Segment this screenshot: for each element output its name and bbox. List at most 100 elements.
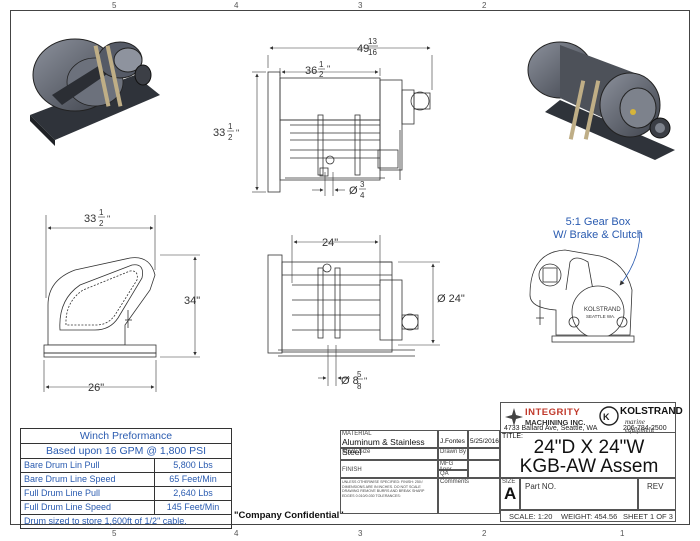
company1-line: INTEGRITY — [525, 407, 581, 418]
inner-length-dim: 36 — [305, 65, 317, 77]
dim-frac-den: 16 — [368, 48, 377, 57]
zone-label: 4 — [234, 1, 239, 10]
compass-logo-icon — [505, 408, 523, 426]
height-top-dim: 33 — [213, 127, 225, 139]
stock-size-label: Stock Size — [342, 449, 371, 455]
comments-cell: Comments — [438, 478, 500, 514]
sheet-text: SHEET 1 OF 3 — [623, 512, 673, 521]
callout-leader — [619, 229, 641, 286]
mfg-cell: MFG Appr. — [438, 460, 468, 473]
table-row: Full Drum Line Pull 2,640 Lbs — [21, 487, 231, 501]
svg-text:K: K — [603, 412, 610, 422]
stock-size-cell: Stock Size — [340, 448, 438, 460]
top-view-dimensions — [252, 46, 433, 196]
zone-label: 4 — [234, 529, 239, 538]
dim-inch: " — [236, 128, 239, 138]
dim-frac-den: 2 — [228, 133, 233, 142]
top-view — [267, 71, 431, 193]
performance-subtitle: Based upon 16 GPM @ 1,800 PSI — [21, 444, 231, 459]
title-line1: 24"D X 24"W — [533, 437, 645, 458]
zone-label: 3 — [358, 529, 363, 538]
base-width-dim: 26" — [88, 382, 104, 394]
comments-label: Comments — [440, 479, 470, 485]
end-view — [529, 249, 635, 343]
material-label: MATERIAL — [342, 431, 372, 437]
address-text: 4733 Ballard Ave, Seattle, WA — [504, 425, 598, 432]
drawn-cell: J.Fontes — [438, 430, 468, 448]
zone-label: 2 — [482, 1, 487, 10]
kolstrand-logo-icon: K — [599, 406, 619, 426]
row-label: Bare Drum Lin Pull — [21, 459, 155, 472]
company1-name: INTEGRITY — [525, 407, 580, 418]
iso-view-right — [527, 41, 675, 160]
drawn-date: 5/25/2016 — [470, 438, 499, 445]
row-label: Full Drum Line Pull — [21, 487, 155, 500]
front-view — [267, 254, 419, 357]
performance-footer: Drum sized to store 1,600ft of 1/2" cabl… — [24, 516, 187, 526]
title-line2: KGB-AW Assem — [519, 456, 659, 477]
row-label: Bare Drum Line Speed — [21, 473, 155, 486]
drawn-label: Drawn By — [440, 449, 467, 455]
zone-label: 5 — [112, 1, 117, 10]
dim-frac-den: 4 — [360, 191, 365, 200]
drawn-label-cell: Drawn By — [438, 448, 468, 460]
phone-text: 206-784-2500 — [623, 425, 667, 432]
drum-length-dim: 24" — [322, 237, 338, 249]
confidential-label: "Company Confidential" — [234, 510, 344, 521]
drawn-by: J.Fontes — [440, 438, 465, 445]
dim-frac-num: 5 — [357, 370, 362, 379]
core-dia-dim: Ø 8 — [341, 375, 359, 387]
dim-frac-den: 2 — [99, 219, 104, 228]
rev-label: REV — [647, 482, 664, 491]
blank-cell — [468, 460, 500, 478]
rev-cell: REV — [638, 478, 676, 510]
iso-view-left — [30, 38, 160, 146]
performance-table: Winch Preformance Based upon 16 GPM @ 1,… — [20, 428, 232, 529]
drum-dia-dim: Ø 24" — [437, 293, 465, 305]
row-value: 2,640 Lbs — [173, 488, 213, 498]
callout-line: W/ Brake & Clutch — [553, 229, 643, 241]
dim-frac-den: 2 — [319, 70, 324, 79]
material-value: Aluminum & Stainless Steel — [342, 437, 425, 457]
gearbox-callout: 5:1 Gear Box W/ Brake & Clutch — [548, 216, 648, 242]
zone-label: 5 — [112, 529, 117, 538]
row-value: 65 Feet/Min — [169, 474, 217, 484]
performance-title: Winch Preformance — [21, 429, 231, 444]
scale-text: SCALE: 1:20 — [509, 512, 553, 521]
side-view-dimensions — [43, 215, 200, 392]
date-cell: 5/25/2016 — [468, 430, 500, 448]
dim-frac-num: 13 — [368, 37, 377, 46]
size-value: A — [504, 484, 517, 503]
tolerance-cell: UNLESS OTHERWISE SPECIFIED: FINISH: 250√… — [340, 478, 438, 514]
company2-name: KOLSTRAND — [620, 406, 683, 417]
finish-cell: FINISH — [340, 460, 438, 478]
finish-label: FINISH — [342, 467, 362, 473]
part-label: Part NO. — [525, 482, 557, 491]
row-value: 5,800 Lbs — [173, 460, 213, 470]
dim-frac-num: 1 — [99, 208, 104, 217]
nameplate-text: KOLSTRAND — [584, 307, 621, 313]
title-cell: TITLE: 24"D X 24"W KGB-AW Assem — [500, 432, 676, 478]
overall-length-dim: 49 — [357, 43, 369, 55]
material-cell: MATERIAL Aluminum & Stainless Steel — [340, 430, 438, 457]
side-view-left — [43, 257, 157, 358]
front-view-dimensions — [291, 235, 440, 386]
dim-frac-num: 1 — [319, 60, 324, 69]
row-value: 145 Feet/Min — [166, 502, 220, 512]
title-label: TITLE: — [502, 433, 524, 440]
part-cell: Part NO. — [520, 478, 638, 510]
dim-frac-den: 8 — [357, 382, 362, 391]
table-row: Bare Drum Line Speed 65 Feet/Min — [21, 473, 231, 487]
dim-inch: " — [107, 214, 110, 224]
logo-area: INTEGRITY MACHINING INC. K KOLSTRAND mar… — [500, 402, 683, 434]
size-cell: SIZE A — [500, 478, 520, 510]
weight-text: WEIGHT: 454.56 — [561, 512, 618, 521]
dim-inch: " — [327, 64, 330, 74]
table-row: Bare Drum Lin Pull 5,800 Lbs — [21, 459, 231, 473]
shaft-dim: Ø — [349, 185, 358, 197]
drawing-border — [10, 10, 690, 525]
table-row: Full Drum Line Speed 145 Feet/Min — [21, 501, 231, 515]
qa-cell: QA — [438, 470, 468, 478]
qa-label: QA — [440, 471, 449, 477]
